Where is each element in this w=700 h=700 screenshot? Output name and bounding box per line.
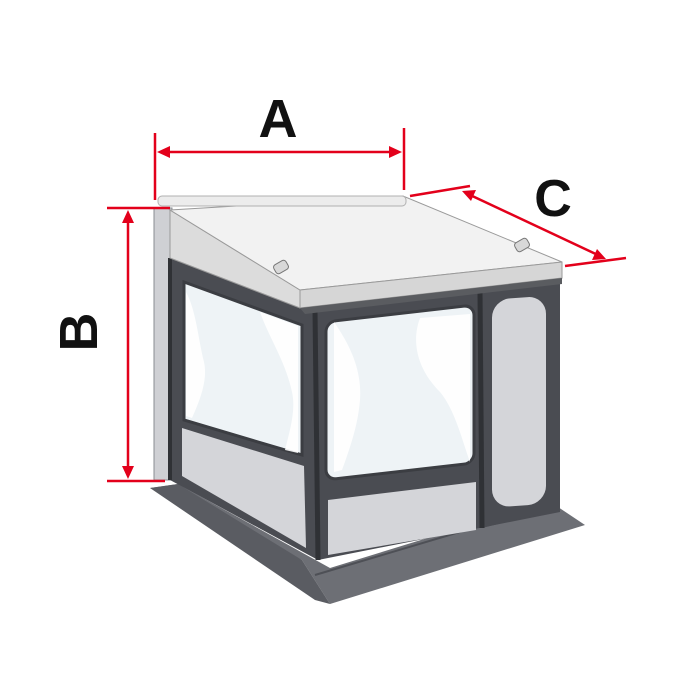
front-curtain-right [416, 314, 470, 462]
awning-tent-icon [168, 258, 560, 561]
dimension-lines [107, 128, 627, 483]
dimension-label-a: A [259, 89, 298, 149]
door-panel [492, 297, 546, 507]
awning-roof-icon [157, 195, 563, 314]
side-curtain-right [260, 312, 298, 453]
dimension-label-b: B [49, 313, 109, 352]
dimension-label-c: C [534, 170, 572, 228]
front-curtain-left [334, 322, 361, 472]
side-curtain-left [186, 292, 206, 418]
